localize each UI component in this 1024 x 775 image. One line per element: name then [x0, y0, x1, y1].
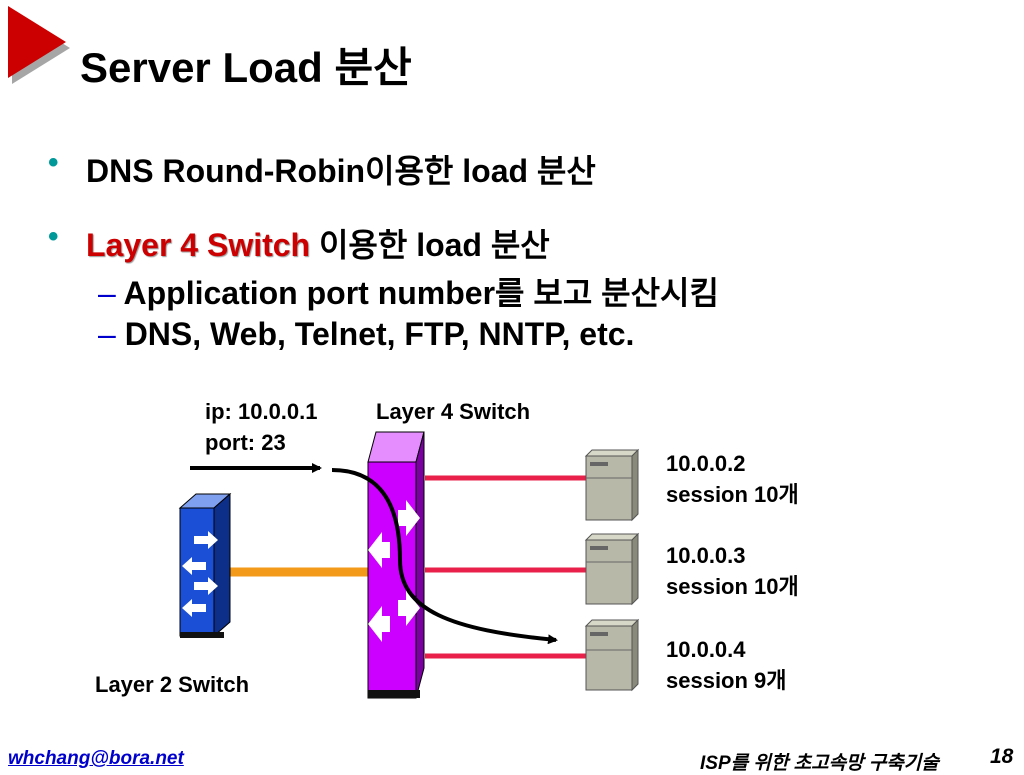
bullet-dns: • DNS Round-Robin이용한 load 분산: [48, 146, 596, 192]
bullet-l4: • Layer 4 Switch 이용한 load 분산: [48, 220, 550, 266]
bullet-dot-icon: •: [48, 220, 59, 253]
server-label-3: 10.0.0.4 session 9개: [666, 634, 787, 696]
forwarding-arrow: [331, 468, 558, 645]
server-ip: 10.0.0.2: [666, 451, 746, 476]
sub-item-protocols: – DNS, Web, Telnet, FTP, NNTP, etc.: [98, 316, 634, 353]
bullet-dot-icon: •: [48, 146, 59, 179]
layer4-switch: [367, 431, 425, 699]
bullet-highlight: Layer 4 Switch: [86, 227, 311, 263]
server-icon: [584, 532, 640, 606]
sub-item-text: DNS, Web, Telnet, FTP, NNTP, etc.: [124, 316, 635, 352]
bullet-text: 이용한 load 분산: [310, 227, 550, 263]
incoming-ip: ip: 10.0.0.1: [205, 399, 318, 424]
server-ip: 10.0.0.4: [666, 637, 746, 662]
page-number: 18: [990, 745, 1014, 768]
incoming-port: port: 23: [205, 430, 286, 455]
footer-course: ISP를 위한 초고속망 구축기술: [700, 753, 939, 774]
server-session: session 10개: [666, 574, 799, 599]
dash-icon: –: [98, 275, 116, 311]
server-session: session 9개: [666, 668, 787, 693]
layer2-switch-label: Layer 2 Switch: [95, 672, 250, 697]
server-label-2: 10.0.0.3 session 10개: [666, 540, 799, 602]
bullet-text: DNS Round-Robin이용한 load 분산: [86, 153, 596, 189]
incoming-ip-label: ip: 10.0.0.1 port: 23: [205, 396, 318, 458]
server-icon: [584, 448, 640, 522]
layer2-switch: [178, 492, 232, 638]
sub-item-text: Application port number를 보고 분산시킴: [123, 275, 719, 311]
server-session: session 10개: [666, 482, 799, 507]
dash-icon: –: [98, 316, 116, 352]
page-title: Server Load 분산: [80, 44, 412, 91]
server-label-1: 10.0.0.2 session 10개: [666, 448, 799, 510]
layer4-switch-label: Layer 4 Switch: [376, 399, 531, 424]
switch-arrows-icon: [368, 500, 420, 642]
server-ip: 10.0.0.3: [666, 543, 746, 568]
switch-arrows-icon: [182, 531, 218, 617]
footer-email-link[interactable]: whchang@bora.net: [8, 748, 184, 769]
server-icon: [584, 618, 640, 692]
sub-item-port: – Application port number를 보고 분산시킴: [98, 268, 719, 314]
title-triangle-icon: [8, 6, 70, 84]
